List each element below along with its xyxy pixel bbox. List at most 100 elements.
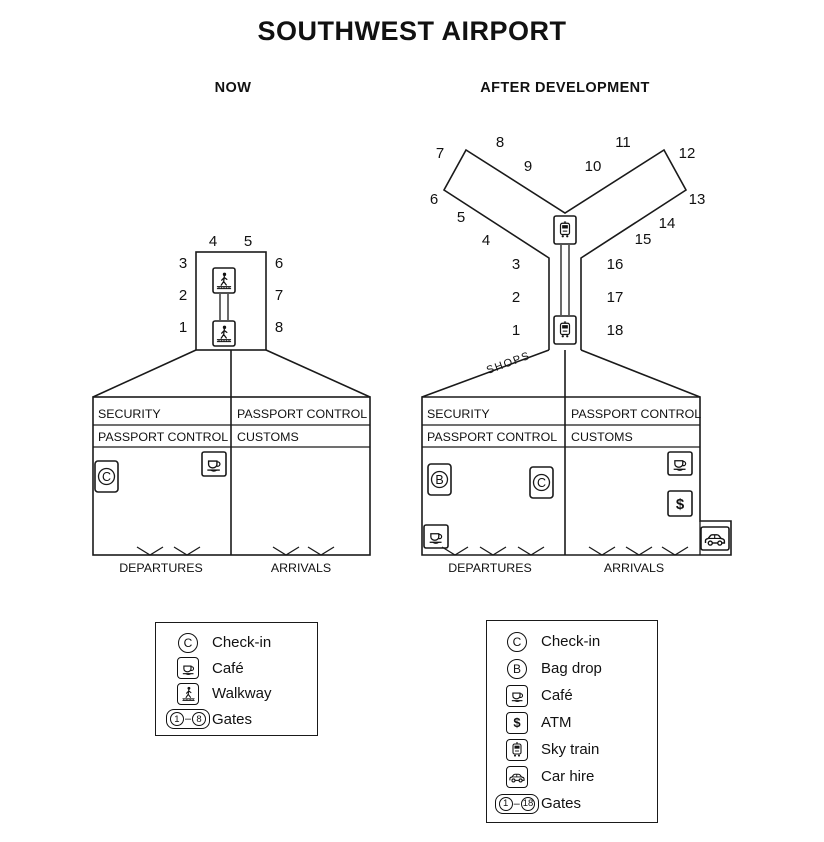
legend-label: ATM xyxy=(541,714,572,731)
shops-label: SHOPS xyxy=(485,350,532,377)
gate-label: 12 xyxy=(679,145,696,162)
sky-train-track xyxy=(560,245,570,315)
car-hire-icon xyxy=(506,765,528,788)
gate-label: 3 xyxy=(512,256,520,273)
legend-label: Bag drop xyxy=(541,660,602,677)
cafe-icon xyxy=(506,684,528,707)
after-legend-box: C Check-in B Bag drop Café $ ATM Sky tra… xyxy=(486,620,658,823)
gate-label: 5 xyxy=(457,209,465,226)
legend-item-gates: 1 – 8 Gates xyxy=(164,707,317,733)
svg-text:B: B xyxy=(435,473,443,487)
after-heading: AFTER DEVELOPMENT xyxy=(480,80,650,96)
gate-label: 7 xyxy=(436,145,444,162)
page-title: SOUTHWEST AIRPORT xyxy=(257,16,567,46)
after-passport-right-label: PASSPORT CONTROL xyxy=(571,407,701,421)
walkway-icon xyxy=(212,267,236,294)
airport-maps: SECURITY PASSPORT CONTROL PASSPORT CONTR… xyxy=(92,134,732,575)
gate-label: 4 xyxy=(482,232,490,249)
after-gate-numbers: 1 2 3 4 5 6 7 8 9 10 11 12 13 14 15 16 1… xyxy=(430,134,706,339)
after-passport-left-label: PASSPORT CONTROL xyxy=(427,430,557,444)
gate-label: 5 xyxy=(244,233,252,250)
legend-item-check-in: C Check-in xyxy=(164,630,317,656)
svg-text:C: C xyxy=(102,470,111,484)
check-in-icon: C xyxy=(94,460,119,493)
legend-item-check-in: C Check-in xyxy=(493,628,657,655)
gate-label: 13 xyxy=(689,191,706,208)
sky-train-icon xyxy=(553,315,577,345)
gate-label: 7 xyxy=(275,287,283,304)
after-arrivals-label: ARRIVALS xyxy=(604,561,664,575)
legend-item-car-hire: Car hire xyxy=(493,763,657,790)
legend-item-atm: $ ATM xyxy=(493,709,657,736)
legend-label: Sky train xyxy=(541,741,600,758)
after-customs-label: CUSTOMS xyxy=(571,430,633,444)
cafe-icon xyxy=(423,524,449,549)
after-departures-label: DEPARTURES xyxy=(448,561,532,575)
now-customs-label: CUSTOMS xyxy=(237,430,299,444)
now-terminal-map: SECURITY PASSPORT CONTROL PASSPORT CONTR… xyxy=(92,233,371,575)
gate-label: 16 xyxy=(607,256,624,273)
after-y-pier-outline xyxy=(442,148,688,350)
after-entrance-marks xyxy=(441,546,689,556)
svg-text:$: $ xyxy=(676,496,685,513)
legend-label: Walkway xyxy=(212,685,272,703)
check-in-icon: C xyxy=(178,632,198,653)
gate-label: 6 xyxy=(430,191,438,208)
gate-label: 3 xyxy=(179,255,187,272)
after-terminal-map: SHOPS SECURITY PASSPORT CONTROL PASSPORT… xyxy=(421,134,732,575)
legend-label: Check-in xyxy=(541,633,601,650)
now-passport-right-label: PASSPORT CONTROL xyxy=(237,407,367,421)
legend-item-walkway: Walkway xyxy=(164,681,317,707)
after-security-label: SECURITY xyxy=(427,407,490,421)
walkway-icon xyxy=(212,320,236,347)
legend-label: Café xyxy=(541,687,573,704)
gate-label: 2 xyxy=(179,287,187,304)
atm-icon: $ xyxy=(506,711,528,734)
gates-range-icon: 1 – 18 xyxy=(494,793,540,814)
legend-label: Car hire xyxy=(541,768,595,785)
now-legend-box: C Check-in Café Walkway 1 – 8 Gates xyxy=(155,622,318,736)
now-walkway-track xyxy=(219,294,229,320)
now-departures-label: DEPARTURES xyxy=(119,561,203,575)
gate-label: 1 xyxy=(179,319,187,336)
gate-label: 2 xyxy=(512,289,520,306)
after-terminal-outline xyxy=(421,396,732,556)
legend-item-gates: 1 – 18 Gates xyxy=(493,790,657,817)
cafe-icon xyxy=(201,451,227,477)
gates-range-icon: 1 – 8 xyxy=(165,709,211,730)
atm-icon: $ xyxy=(667,490,693,517)
now-entrance-marks xyxy=(136,546,335,556)
gate-label: 8 xyxy=(275,319,283,336)
gate-label: 18 xyxy=(607,322,624,339)
legend-item-bag-drop: B Bag drop xyxy=(493,655,657,682)
walkway-icon xyxy=(177,682,199,705)
gate-label: 15 xyxy=(635,231,652,248)
legend-label: Café xyxy=(212,659,244,677)
now-heading: NOW xyxy=(214,80,252,96)
gate-label: 9 xyxy=(524,158,532,175)
after-concourse-walls xyxy=(421,349,701,398)
legend-label: Check-in xyxy=(212,634,272,652)
gate-label: 6 xyxy=(275,255,283,272)
gate-label: 10 xyxy=(585,158,602,175)
car-hire-icon xyxy=(700,526,730,551)
sky-train-icon xyxy=(506,738,528,761)
sky-train-icon xyxy=(553,215,577,245)
gate-label: 17 xyxy=(607,289,624,306)
now-passport-left-label: PASSPORT CONTROL xyxy=(98,430,228,444)
now-security-label: SECURITY xyxy=(98,407,161,421)
gate-label: 8 xyxy=(496,134,504,151)
check-in-icon: C xyxy=(529,466,554,499)
gate-label: 4 xyxy=(209,233,217,250)
now-concourse-walls xyxy=(92,349,371,398)
legend-item-cafe: Café xyxy=(493,682,657,709)
legend-item-sky-train: Sky train xyxy=(493,736,657,763)
svg-text:C: C xyxy=(537,476,546,490)
now-gate-pier-outline xyxy=(195,251,267,351)
after-room-divider-lines xyxy=(422,424,700,448)
cafe-icon xyxy=(177,657,199,680)
gate-label: 14 xyxy=(659,215,676,232)
gate-label: 1 xyxy=(512,322,520,339)
cafe-icon xyxy=(667,451,693,476)
